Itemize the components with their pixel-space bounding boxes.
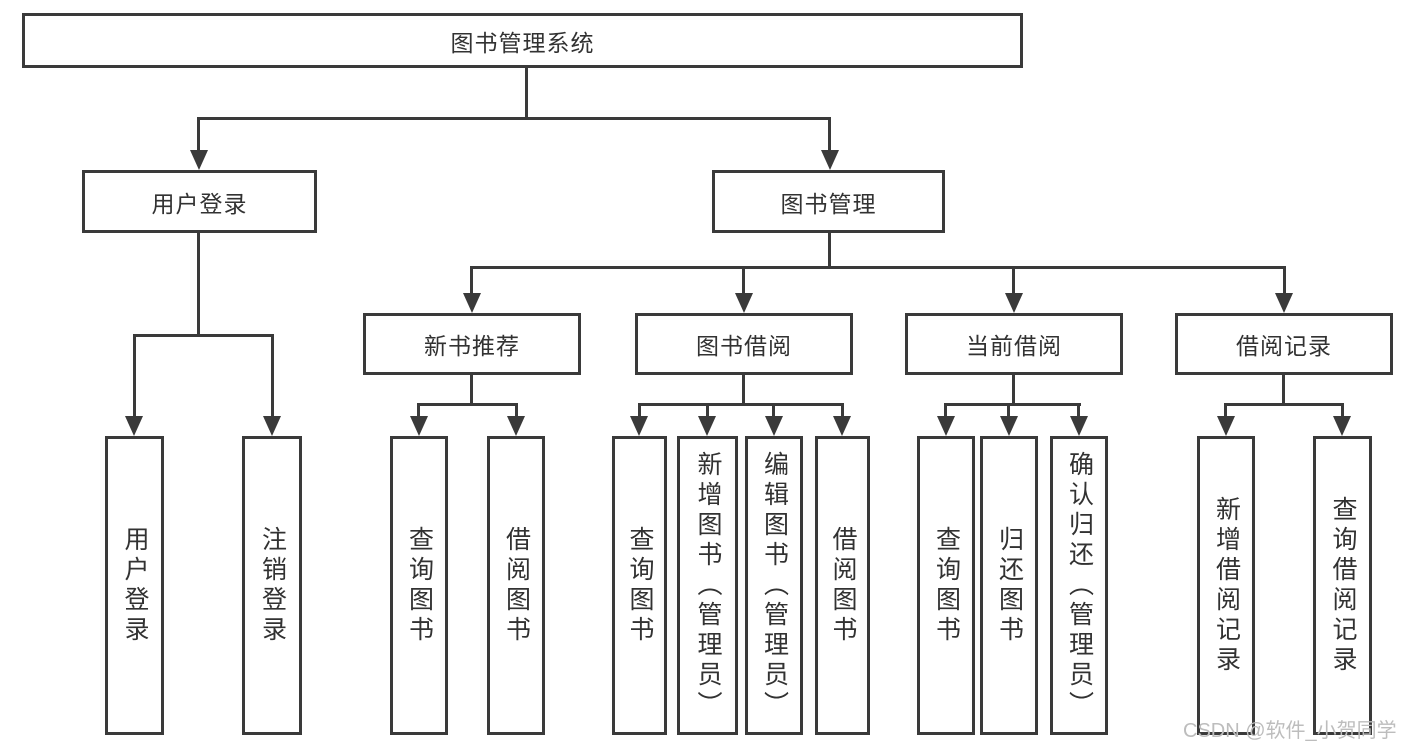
leaf-confirm-return-admin: 确认归还（管理员） [1050, 436, 1108, 735]
arrow-down-icon [463, 293, 481, 313]
leaf-borrow-books-recommend-label: 借阅图书 [502, 525, 531, 646]
connector-line [772, 403, 775, 418]
node-current-borrowing-label: 当前借阅 [966, 333, 1062, 359]
leaf-add-books-admin-label: 新增图书（管理员） [694, 450, 722, 721]
connector-line [197, 117, 831, 120]
leaf-query-books-current-label: 查询图书 [932, 525, 961, 646]
arrow-down-icon [765, 416, 783, 436]
connector-line [944, 403, 1081, 406]
arrow-down-icon [1005, 293, 1023, 313]
arrow-down-icon [410, 416, 428, 436]
arrow-down-icon [1217, 416, 1235, 436]
arrow-down-icon [698, 416, 716, 436]
leaf-return-books-label: 归还图书 [995, 525, 1024, 646]
connector-line [638, 403, 844, 406]
leaf-return-books: 归还图书 [980, 436, 1038, 735]
connector-line [1282, 375, 1285, 406]
node-book-management: 图书管理 [712, 170, 945, 233]
connector-line [1007, 403, 1010, 418]
node-library-system-label: 图书管理系统 [450, 29, 595, 56]
leaf-add-borrow-record-label: 新增借阅记录 [1212, 495, 1241, 676]
connector-line [470, 375, 473, 406]
connector-line [470, 266, 1286, 269]
csdn-watermark: CSDN @软件_小贺同学 [1183, 720, 1397, 742]
leaf-edit-books-admin: 编辑图书（管理员） [745, 436, 803, 735]
connector-line [271, 334, 274, 418]
arrow-down-icon [833, 416, 851, 436]
arrow-down-icon [1000, 416, 1018, 436]
node-current-borrowing: 当前借阅 [905, 313, 1123, 375]
node-book-borrowing-label: 图书借阅 [696, 333, 792, 359]
leaf-query-borrow-record: 查询借阅记录 [1313, 436, 1372, 735]
connector-line [197, 117, 200, 152]
node-borrowing-records-label: 借阅记录 [1236, 333, 1332, 359]
connector-line [1077, 403, 1080, 418]
arrow-down-icon [821, 150, 839, 170]
leaf-query-books-recommend-label: 查询图书 [405, 525, 434, 646]
connector-line [638, 403, 641, 418]
connector-line [841, 403, 844, 418]
connector-line [197, 233, 200, 337]
node-user-login: 用户登录 [82, 170, 317, 233]
arrow-down-icon [735, 293, 753, 313]
arrow-down-icon [1333, 416, 1351, 436]
leaf-query-books-borrow-label: 查询图书 [626, 525, 654, 646]
node-new-book-recommendation: 新书推荐 [363, 313, 581, 375]
leaf-add-borrow-record: 新增借阅记录 [1197, 436, 1255, 735]
connector-line [706, 403, 709, 418]
node-book-borrowing: 图书借阅 [635, 313, 853, 375]
leaf-query-borrow-record-label: 查询借阅记录 [1329, 495, 1357, 676]
arrow-down-icon [630, 416, 648, 436]
leaf-borrow-books: 借阅图书 [815, 436, 870, 735]
leaf-borrow-books-label: 借阅图书 [829, 525, 857, 646]
node-book-management-label: 图书管理 [780, 190, 877, 217]
leaf-logout: 注销登录 [242, 436, 302, 735]
leaf-edit-books-admin-label: 编辑图书（管理员） [760, 450, 789, 721]
leaf-borrow-books-recommend: 借阅图书 [487, 436, 545, 735]
connector-line [1224, 403, 1344, 406]
connector-line [133, 334, 136, 418]
node-library-system: 图书管理系统 [22, 13, 1023, 68]
connector-line [417, 403, 518, 406]
leaf-query-books-recommend: 查询图书 [390, 436, 448, 735]
arrow-down-icon [1275, 293, 1293, 313]
leaf-add-books-admin: 新增图书（管理员） [677, 436, 738, 735]
connector-line [742, 266, 745, 295]
arrow-down-icon [263, 416, 281, 436]
leaf-confirm-return-admin-label: 确认归还（管理员） [1065, 450, 1094, 721]
node-borrowing-records: 借阅记录 [1175, 313, 1393, 375]
connector-line [1341, 403, 1344, 418]
connector-line [470, 266, 473, 295]
connector-line [1012, 375, 1015, 406]
node-new-book-recommendation-label: 新书推荐 [424, 333, 520, 359]
arrow-down-icon [1070, 416, 1088, 436]
connector-line [515, 403, 518, 418]
connector-line [944, 403, 947, 418]
arrow-down-icon [190, 150, 208, 170]
connector-line [1012, 266, 1015, 295]
leaf-logout-label: 注销登录 [258, 525, 287, 646]
connector-line [1283, 266, 1286, 295]
leaf-user-login: 用户登录 [105, 436, 164, 735]
connector-line [133, 334, 274, 337]
connector-line [525, 68, 528, 120]
leaf-query-books-borrow: 查询图书 [612, 436, 667, 735]
connector-line [828, 117, 831, 152]
arrow-down-icon [125, 416, 143, 436]
arrow-down-icon [937, 416, 955, 436]
node-user-login-label: 用户登录 [151, 190, 248, 217]
leaf-query-books-current: 查询图书 [917, 436, 975, 735]
connector-line [1224, 403, 1227, 418]
connector-line [417, 403, 420, 418]
connector-line [742, 375, 745, 406]
connector-line [828, 233, 831, 269]
leaf-user-login-label: 用户登录 [121, 525, 149, 646]
arrow-down-icon [507, 416, 525, 436]
